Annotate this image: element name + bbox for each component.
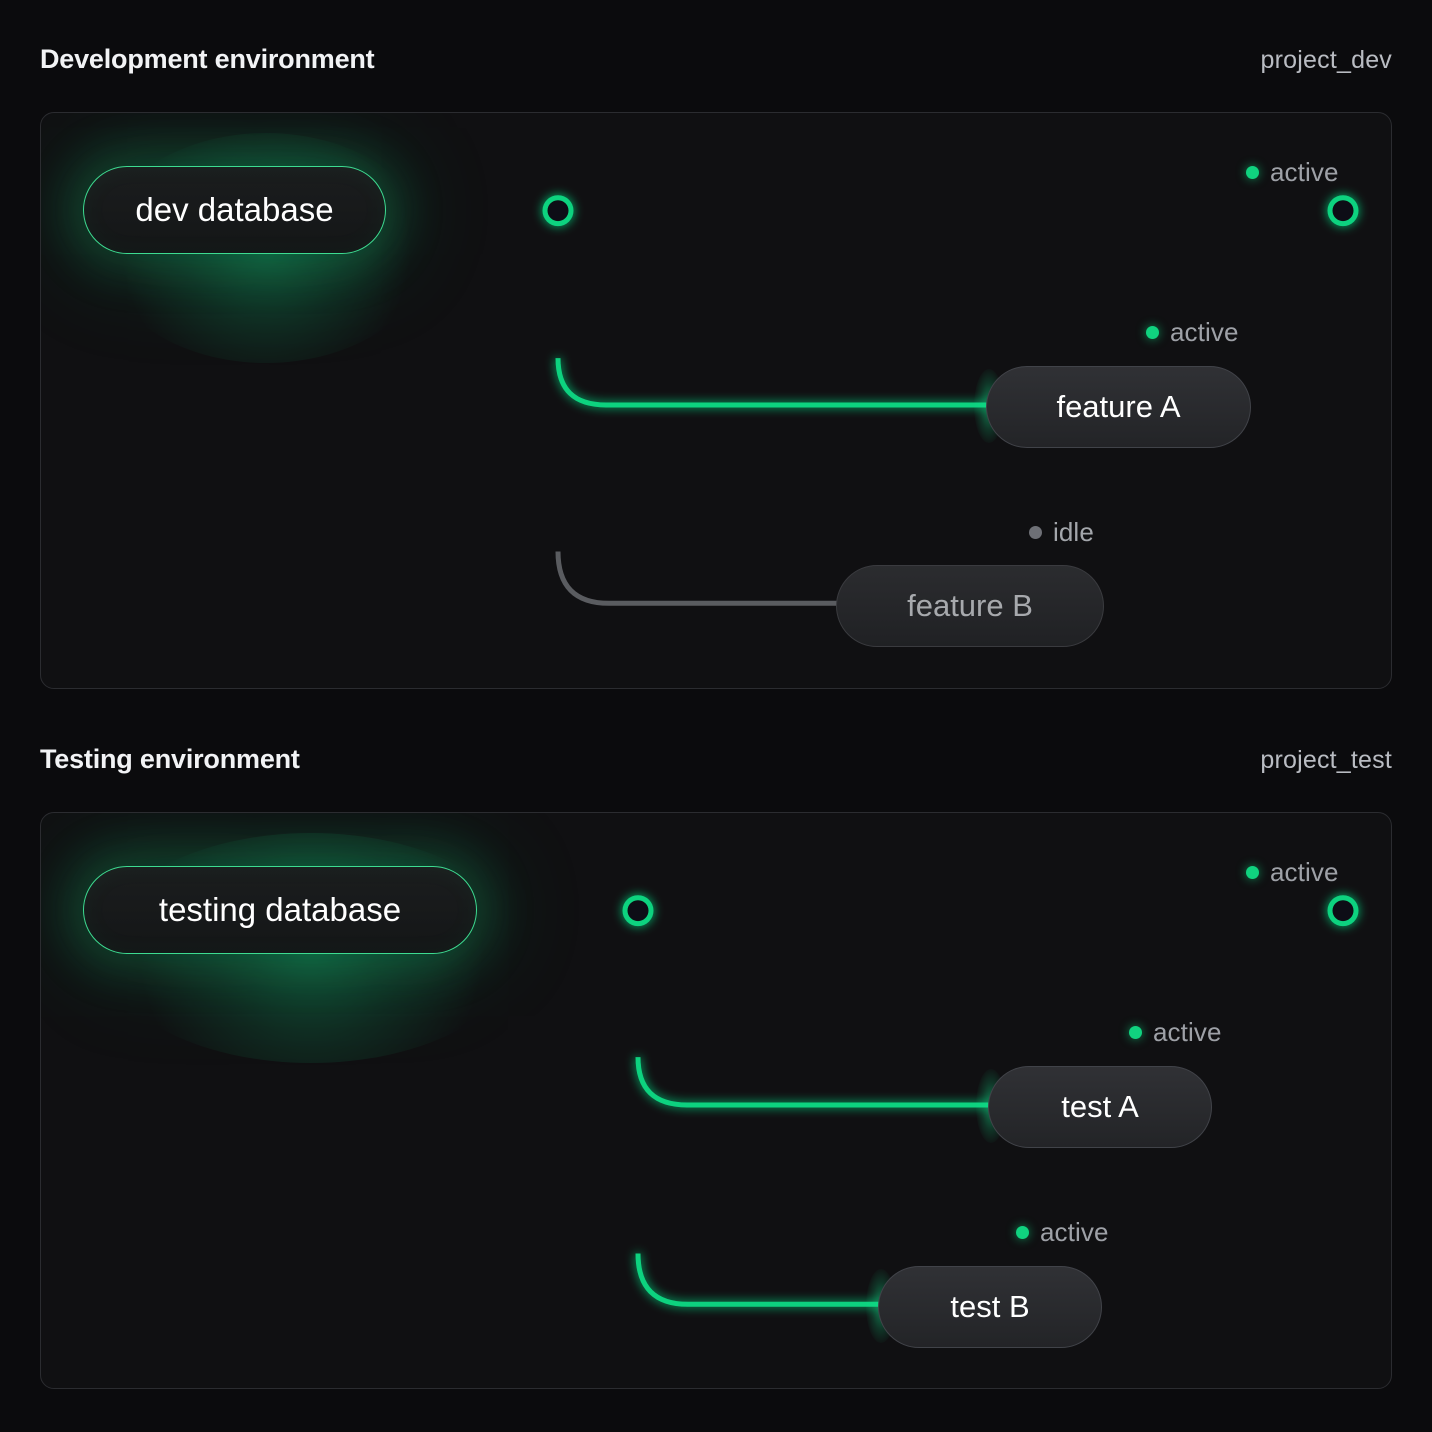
junction-node-testing[interactable] [622,895,654,927]
status-test-a: active [1129,1017,1222,1048]
endpoint-node-development[interactable] [1327,195,1359,227]
node-label-testing-database: testing database [158,891,402,928]
status-label: active [1270,157,1339,187]
node-test-a[interactable]: test A [988,1066,1212,1148]
edge-trunk-to-test-a [635,1057,991,1108]
project-name-testing: project_test [1260,746,1392,774]
status-dot-active-icon [1246,166,1259,179]
endpoint-node-testing[interactable] [1327,895,1359,927]
node-label-test-a: test A [1061,1089,1139,1124]
status-dot-active-icon [1016,1226,1029,1239]
node-feature-b[interactable]: feature B [836,565,1104,647]
node-label-test-b: test B [950,1289,1030,1324]
node-feature-a[interactable]: feature A [986,366,1251,448]
status-dot-active-icon [1129,1026,1142,1039]
page-title-development: Development environment [40,44,375,74]
environment-card-development: dev database active feature A active fea… [40,112,1392,689]
status-label: active [1170,317,1239,347]
status-endpoint-development: active [1246,157,1339,188]
node-test-b[interactable]: test B [878,1266,1102,1348]
status-label: idle [1053,517,1094,547]
project-name-development: project_dev [1260,46,1392,74]
section-header-development: Development environment project_dev [40,44,1392,75]
status-endpoint-testing: active [1246,857,1339,888]
status-dot-active-icon [1146,326,1159,339]
status-feature-a: active [1146,317,1239,348]
edge-trunk-to-feature-a [555,358,989,408]
node-label-dev-database: dev database [135,191,334,228]
status-label: active [1040,1217,1109,1247]
edge-trunk-to-test-b [635,1253,881,1307]
junction-node-development[interactable] [542,195,574,227]
node-testing-database[interactable]: testing database [83,866,477,954]
node-label-feature-b: feature B [907,588,1033,623]
status-feature-b: idle [1029,517,1094,548]
environment-card-testing: testing database active test A active te… [40,812,1392,1389]
status-dot-active-icon [1246,866,1259,879]
connector-canvas-testing [41,813,1391,1388]
node-label-feature-a: feature A [1056,389,1181,424]
page-title-testing: Testing environment [40,744,300,774]
connector-canvas-development [41,113,1391,688]
status-dot-idle-icon [1029,526,1042,539]
status-test-b: active [1016,1217,1109,1248]
section-header-testing: Testing environment project_test [40,744,1392,775]
node-dev-database[interactable]: dev database [83,166,386,254]
status-label: active [1270,857,1339,887]
edge-trunk-to-feature-b [555,551,839,606]
status-label: active [1153,1017,1222,1047]
